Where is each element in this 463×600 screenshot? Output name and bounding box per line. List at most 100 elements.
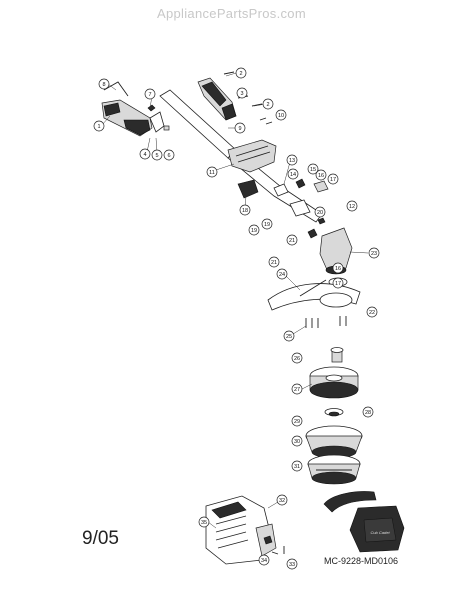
callout-number: 24 (279, 272, 285, 278)
callout-number: 8 (102, 82, 105, 88)
callout-bubble (261, 218, 273, 230)
callout-bubble (315, 169, 327, 181)
engine-part (205, 495, 285, 565)
coupler-parts (273, 178, 329, 217)
bolt-part (330, 347, 344, 363)
callout-number: 35 (201, 520, 207, 526)
callout-bubble (276, 494, 288, 506)
callout-number: 21 (289, 238, 295, 244)
callout-bubble (283, 330, 295, 342)
callout-number: 18 (242, 208, 248, 214)
callout-bubble (268, 256, 280, 268)
callout-bubble (346, 200, 358, 212)
callout-number: 11 (209, 170, 215, 176)
callout-number: 13 (289, 158, 295, 164)
callout-bubble (163, 149, 175, 161)
model-code: MC-9228-MD0106 (324, 556, 399, 566)
watermark: AppliancePartsPros.com (157, 6, 306, 21)
callout-number: 26 (294, 356, 300, 362)
callout-number: 2 (266, 102, 269, 108)
callout-number: 30 (294, 439, 300, 445)
callout-bubble (291, 415, 303, 427)
callout-number: 17 (330, 177, 336, 183)
callout-number: 32 (279, 498, 285, 504)
callout-bubble (276, 268, 288, 280)
callout-number: 2 (239, 71, 242, 77)
callout-bubble (286, 234, 298, 246)
lower-handle-part (101, 81, 153, 137)
shaft-guard-part (227, 139, 277, 173)
callout-bubble (239, 204, 251, 216)
callout-bubble (258, 554, 270, 566)
callout-number: 9 (238, 126, 241, 132)
svg-text:Cub Cadet: Cub Cadet (370, 530, 390, 535)
callout-number: 15 (310, 167, 316, 173)
callout-bubble (291, 352, 303, 364)
callout-number: 29 (294, 419, 300, 425)
callout-bubble (314, 206, 326, 218)
callout-bubble (368, 247, 380, 259)
callout-number: 31 (294, 464, 300, 470)
callout-bubble (286, 154, 298, 166)
callout-bubble (151, 149, 163, 161)
callout-bubble (206, 166, 218, 178)
callout-bubble (234, 122, 246, 134)
spool-part (309, 366, 359, 399)
bracket-part (237, 179, 259, 199)
callout-number: 10 (278, 113, 284, 119)
callout-number: 12 (349, 204, 355, 210)
callout-number: 14 (290, 172, 296, 178)
spring-parts (324, 408, 344, 417)
callout-number: 22 (369, 310, 375, 316)
callout-bubble (248, 224, 260, 236)
callout-number: 16 (335, 266, 341, 272)
callout-bubble (291, 383, 303, 395)
spool-cap-part (307, 454, 361, 485)
callout-number: 5 (155, 153, 158, 159)
callout-bubble (236, 87, 248, 99)
date-code: 9/05 (82, 528, 119, 549)
callout-number: 25 (286, 334, 292, 340)
callout-bubble (287, 168, 299, 180)
callout-bubble (262, 98, 274, 110)
callout-number: 7 (148, 92, 151, 98)
callout-number: 28 (365, 410, 371, 416)
callout-bubble (139, 148, 151, 160)
callout-bubble (362, 406, 374, 418)
gearhead-part (307, 217, 353, 287)
callout-number: 1 (97, 124, 100, 130)
callout-bubble (235, 67, 247, 79)
callout-bubble (144, 88, 156, 100)
callout-bubble (332, 277, 344, 289)
callout-number: 3 (240, 91, 243, 97)
callout-number: 16 (318, 173, 324, 179)
callout-number: 27 (294, 387, 300, 393)
callout-bubble (291, 460, 303, 472)
callout-bubble (286, 558, 298, 570)
callout-number: 4 (143, 152, 146, 158)
grass-guard-part (267, 279, 361, 311)
callout-number: 17 (335, 281, 341, 287)
callout-bubble (198, 516, 210, 528)
callout-number: 19 (264, 222, 270, 228)
recoil-starter-part: Cub Cadet (323, 491, 405, 553)
callout-number: 20 (317, 210, 323, 216)
callout-number: 34 (261, 558, 267, 564)
callout-bubble (291, 435, 303, 447)
callout-number: 19 (251, 228, 257, 234)
callout-number: 33 (289, 562, 295, 568)
callout-number: 21 (271, 260, 277, 266)
trigger-parts (147, 104, 170, 133)
callout-bubble (275, 109, 287, 121)
callout-bubble (332, 262, 344, 274)
callout-bubble (93, 120, 105, 132)
callout-bubble (366, 306, 378, 318)
callout-bubble (307, 163, 319, 175)
callout-number: 23 (371, 251, 377, 257)
callout-bubble (98, 78, 110, 90)
spool-housing-part (305, 425, 363, 459)
upper-handle-part (197, 77, 237, 121)
callout-bubble (327, 173, 339, 185)
callout-number: 6 (167, 153, 170, 159)
